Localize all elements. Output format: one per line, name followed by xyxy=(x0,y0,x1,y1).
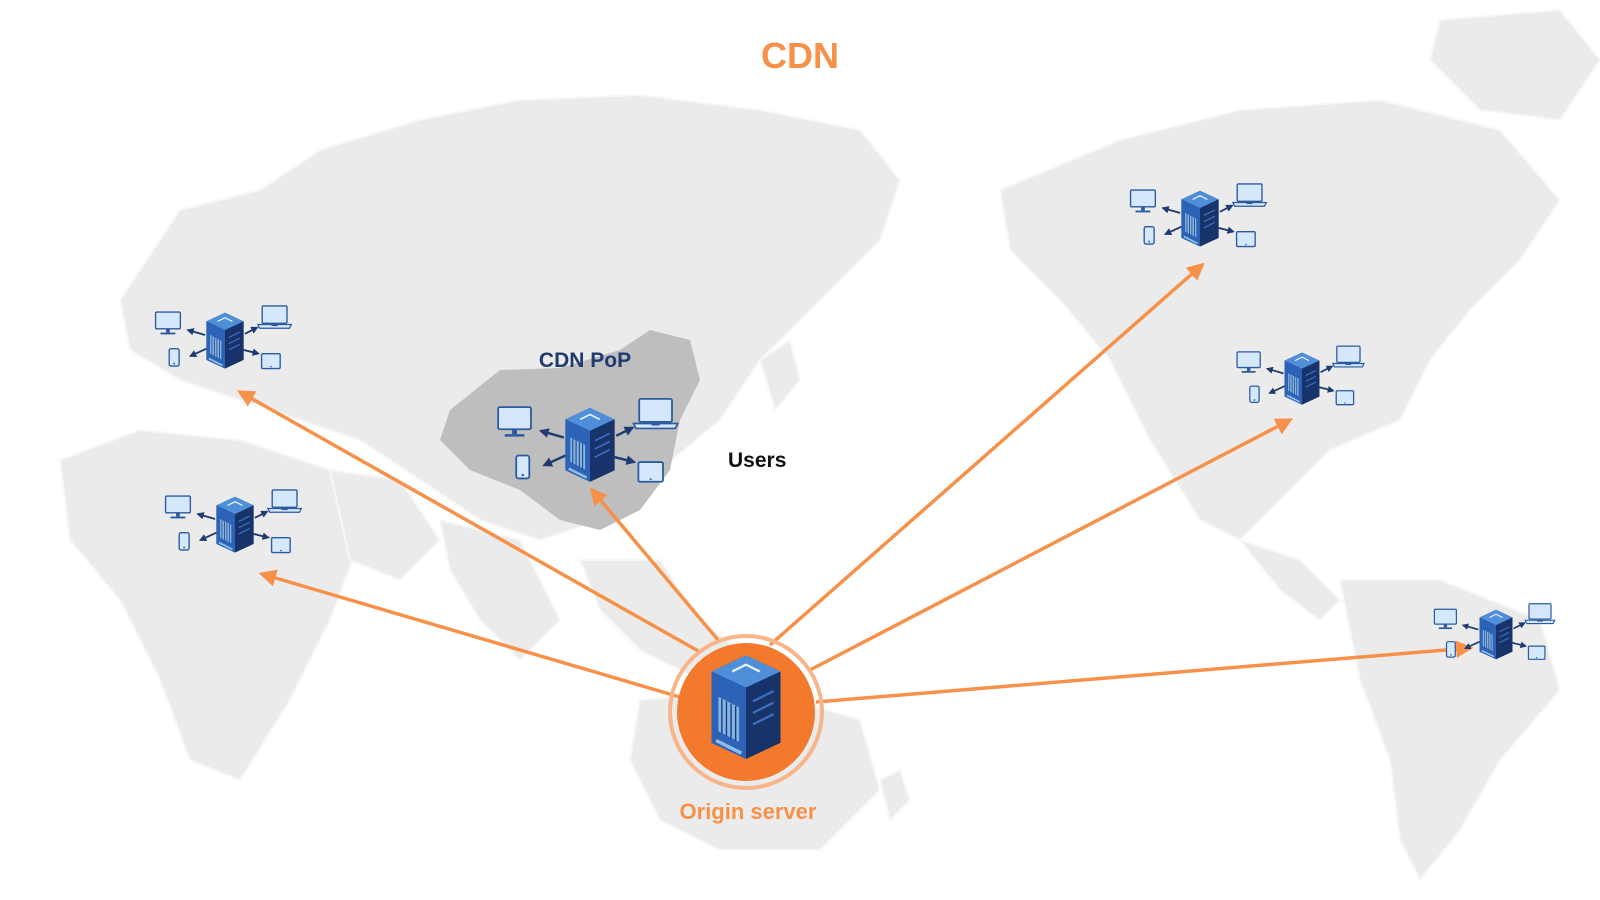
distribution-arrows xyxy=(236,262,1474,704)
arrow-to-alaska-pop xyxy=(768,262,1205,647)
arrow-to-africa-pop xyxy=(258,569,691,702)
cdn-pop-label: CDN PoP xyxy=(539,349,631,372)
diagram-title: CDN xyxy=(761,35,839,76)
origin-server xyxy=(668,634,824,790)
server-rack-icon xyxy=(709,653,783,761)
origin-server-label: Origin server xyxy=(680,799,817,824)
arrow-to-europe-pop xyxy=(236,390,701,654)
arrow-to-south-america-pop xyxy=(815,640,1474,704)
world-map-background xyxy=(58,8,1600,882)
users-label: Users xyxy=(728,449,786,472)
arrow-to-north-america-pop xyxy=(809,418,1294,672)
arrow-to-asia-pop xyxy=(589,487,720,642)
